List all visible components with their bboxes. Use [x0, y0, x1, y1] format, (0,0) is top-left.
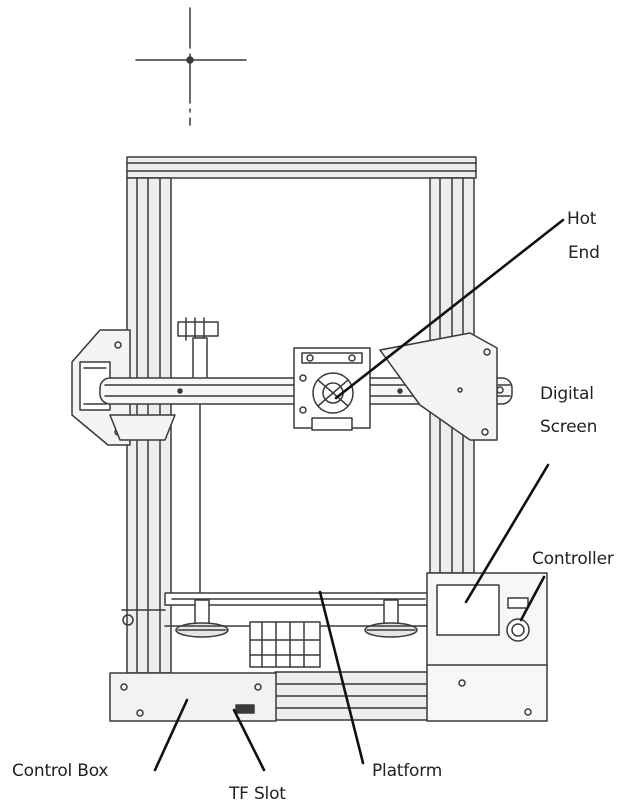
control-box [109, 672, 277, 722]
hot-end-leader [334, 218, 565, 400]
label-digital-screen-line1: Digital [540, 384, 594, 404]
screen-module [426, 572, 548, 722]
tf-slot-leader [232, 708, 266, 772]
label-platform: Platform [372, 761, 443, 781]
label-hot-end-line1: Hot [567, 209, 597, 229]
digital-screen-leader [464, 463, 550, 604]
label-hot-end-line2: End [568, 243, 600, 263]
y-carriage [249, 621, 321, 668]
z-axis-lead-screw [177, 317, 219, 601]
control-box-leader [153, 698, 189, 772]
label-control-box: Control Box [12, 761, 109, 781]
controller-leader [519, 575, 546, 622]
base-rail [274, 671, 431, 721]
right-x-plate [379, 332, 498, 441]
label-digital-screen-line2: Screen [540, 417, 598, 437]
platform-leader [318, 590, 365, 765]
print-platform [121, 592, 431, 638]
label-tf-slot: TF Slot [229, 784, 286, 804]
hot-end-assembly [293, 347, 371, 431]
axis-crosshair-icon [135, 7, 247, 126]
left-x-plate [71, 329, 176, 446]
label-controller: Controller [532, 549, 614, 569]
top-frame-bar [126, 156, 477, 179]
